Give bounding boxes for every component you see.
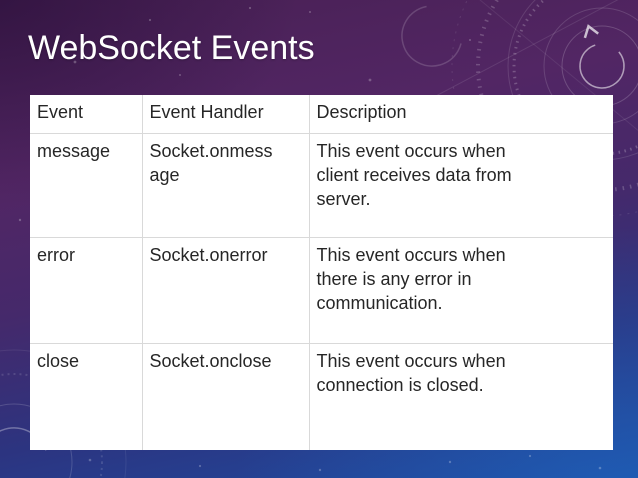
handler-cell: Socket.onerror [141,236,310,344]
event-cell: close [29,342,143,451]
description-cell: This event occurs when there is any erro… [308,236,614,344]
event-cell: error [29,236,143,344]
handler-value: Socket.onclose [149,350,272,371]
event-cell: message [29,132,143,238]
description-cell: This event occurs when connection is clo… [308,342,614,451]
websocket-events-table: Event Event Handler Description message … [29,94,614,451]
chevron-up-icon [583,24,599,39]
table-row-close: close Socket.onclose This event occurs w… [29,342,614,451]
table-row-message: message Socket.onmessage This event occu… [29,132,614,238]
table-header-row: Event Event Handler Description [29,94,614,134]
handler-value: Socket.onerror [149,244,268,265]
table-row-error: error Socket.onerror This event occurs w… [29,236,614,344]
handler-cell: Socket.onmessage [141,132,310,238]
description-cell: This event occurs when client receives d… [308,132,614,238]
column-header-event: Event [29,94,143,134]
handler-cell: Socket.onclose [141,342,310,451]
handler-value: Socket.onmessage [149,140,273,185]
slide-title: WebSocket Events [28,29,315,67]
column-header-description: Description [308,94,614,134]
column-header-event-handler: Event Handler [141,94,310,134]
